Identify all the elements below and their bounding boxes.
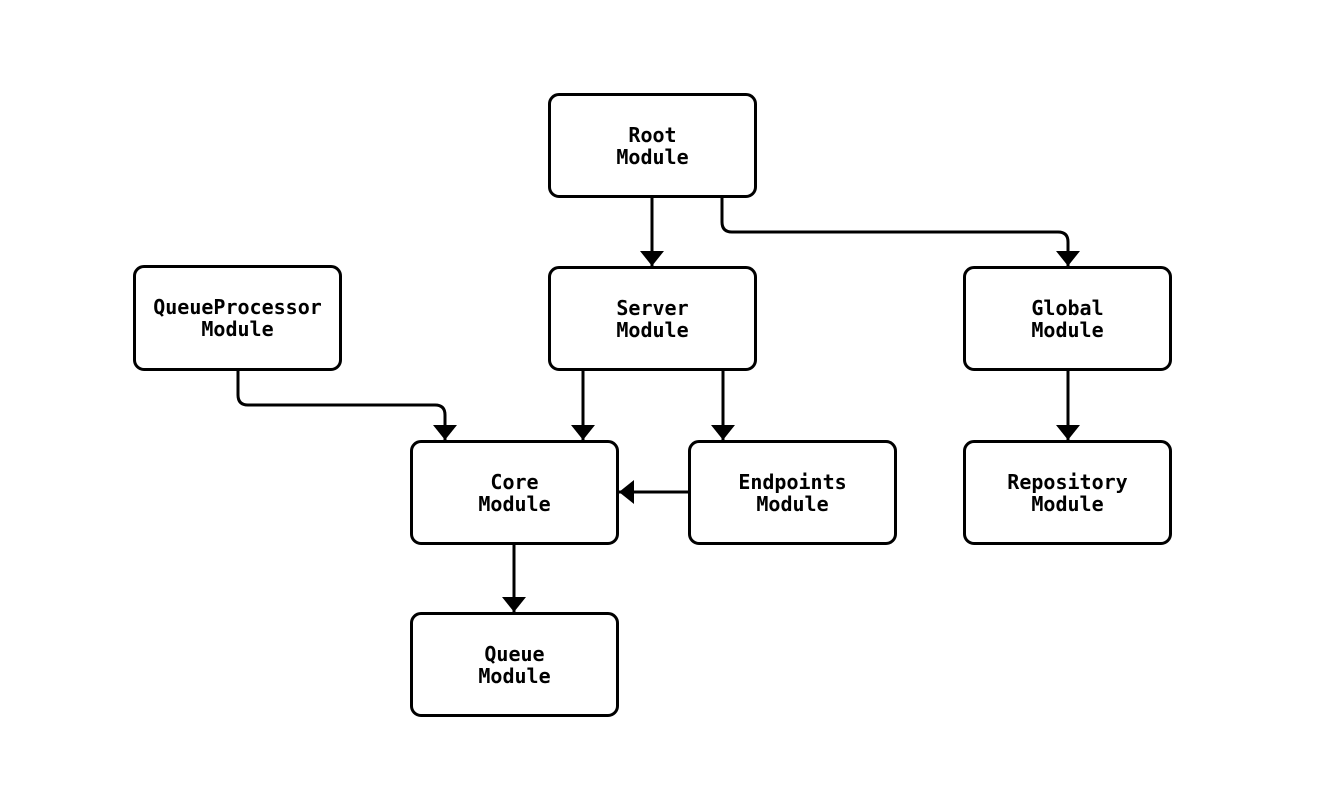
edge-root-to-global [720, 198, 1080, 266]
edge-queueprocessor-to-core [236, 371, 457, 440]
node-label: Repository [1007, 469, 1128, 494]
node-label: Module [201, 317, 274, 341]
node-label: Module [616, 144, 689, 169]
node-label: Module [478, 491, 551, 516]
node-label: Root [628, 122, 677, 147]
node-label: Server [616, 295, 689, 320]
node-label: Module [1031, 317, 1104, 342]
node-label: Endpoints [738, 469, 847, 494]
node-label: Module [1031, 491, 1104, 516]
node-label: Queue [484, 641, 545, 666]
node-label: Module [478, 663, 551, 688]
node-label: Module [756, 491, 829, 516]
node-label: Core [490, 469, 539, 494]
node-label: Module [616, 317, 689, 342]
node-label: QueueProcessor [153, 295, 322, 319]
node-label: Global [1031, 295, 1104, 320]
